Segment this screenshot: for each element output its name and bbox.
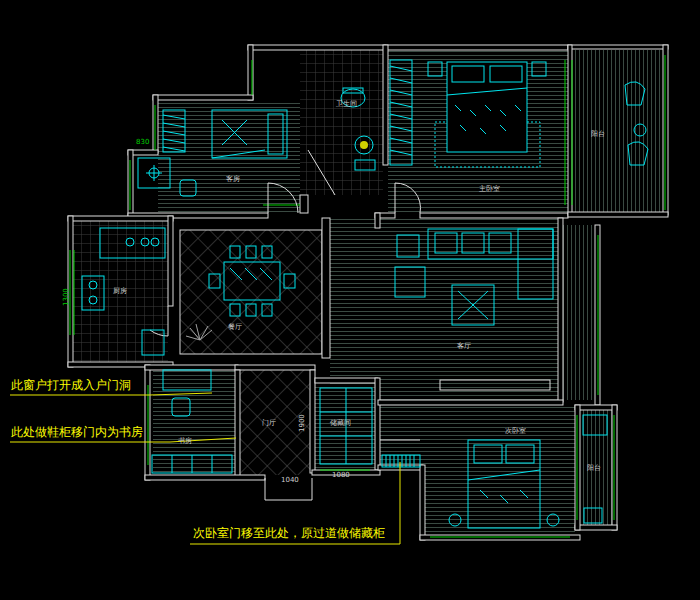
annotation: 次卧室门移至此处，原过道做储藏柜: [193, 527, 385, 540]
floor-finish: [73, 50, 663, 535]
dimension: 830: [136, 139, 149, 147]
room-name: 次卧室: [505, 428, 526, 436]
furniture: [82, 60, 648, 528]
room-name: 餐厅: [228, 324, 242, 332]
room-name: 厨房: [113, 288, 127, 296]
room-name: 门厅: [262, 420, 276, 428]
leader-lines: [10, 393, 400, 544]
walls: [68, 45, 668, 540]
dimension: 1040: [281, 477, 299, 485]
room-name: 书房: [178, 438, 192, 446]
room-name: 卫生间: [336, 101, 357, 109]
dimension: 1300: [63, 288, 71, 306]
annotation: 此窗户打开成入户门洞: [11, 379, 131, 392]
room-name: 阳台: [587, 465, 601, 473]
room-name: 客房: [226, 176, 240, 184]
door-swings: [150, 150, 421, 500]
dimension: 1080: [332, 472, 350, 480]
room-name: 储藏间: [330, 420, 351, 428]
window-lines: [70, 55, 665, 537]
room-name: 客厅: [457, 343, 471, 351]
annotation: 此处做鞋柜移门内为书房: [11, 426, 143, 439]
room-name: 主卧室: [479, 186, 500, 194]
dimension: 1900: [299, 414, 307, 432]
room-name: 阳台: [591, 131, 605, 139]
